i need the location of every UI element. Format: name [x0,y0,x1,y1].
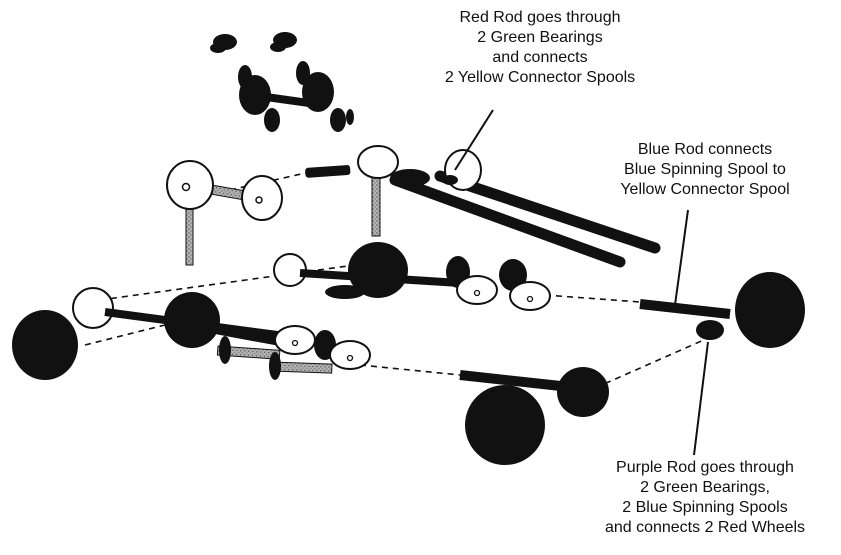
right-axle-assembly [459,272,805,465]
left-axle-assembly [12,287,371,380]
callout-line: Blue Spinning Spool to [624,161,786,178]
middle-axle-assembly [273,242,551,311]
red-rod-callout: Red Rod goes through 2 Green Bearings an… [400,8,680,88]
callout-line: Red Rod goes through [459,9,621,26]
purple-rod-callout: Purple Rod goes through 2 Green Bearings… [590,458,820,538]
callout-line: Purple Rod goes through [616,459,794,476]
callout-line: 2 Blue Spinning Spools [622,499,788,516]
callout-line: Blue Rod connects [637,141,773,158]
callout-line: Yellow Connector Spool [620,181,790,198]
callout-line: and connects 2 Red Wheels [604,519,806,536]
exploded-bearings-cluster [210,32,354,132]
callout-line: 2 Green Bearings [477,29,603,46]
grey-rod-spools [166,145,399,266]
blue-rod-callout: Blue Rod connects Blue Spinning Spool to… [590,140,820,200]
callout-line: 2 Yellow Connector Spools [444,69,636,86]
red-rods [389,149,661,268]
callout-line: and connects [492,49,588,66]
leader-lines [454,109,709,456]
callout-line: 2 Green Bearings, [640,479,770,496]
